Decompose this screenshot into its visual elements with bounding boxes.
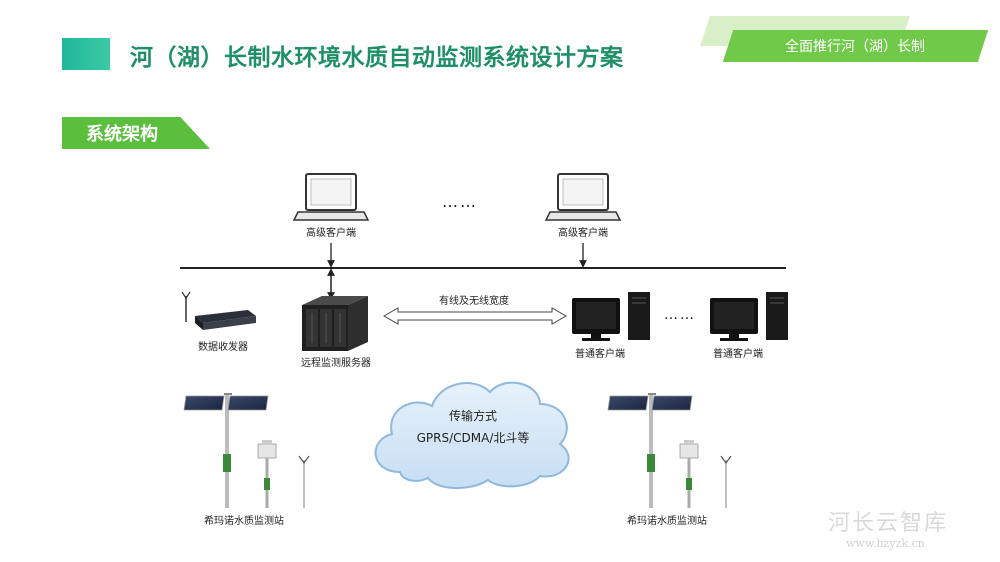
- section-label: 系统架构: [86, 124, 158, 145]
- laptop-icon: [292, 173, 370, 221]
- monitoring-station-icon: [607, 393, 732, 508]
- cloud-line-1: 传输方式: [449, 408, 497, 423]
- watermark-text: 河长云智库: [828, 511, 949, 536]
- ellipsis-top: ……: [442, 192, 478, 211]
- link-label: 有线及无线宽度: [439, 294, 509, 307]
- station-label: 希玛诺水质监测站: [627, 514, 707, 527]
- station-label: 希玛诺水质监测站: [204, 514, 284, 527]
- server-label: 远程监测服务器: [301, 356, 371, 369]
- cloud-line-2: GPRS/CDMA/北斗等: [417, 431, 530, 445]
- advanced-client-label: 高级客户端: [558, 226, 608, 239]
- title-accent-block: [62, 38, 110, 70]
- server-icon: [302, 296, 368, 351]
- banner-text: 全面推行河（湖）长制: [785, 39, 925, 55]
- desktop-computer-icon: [572, 292, 650, 341]
- page-title: 河（湖）长制水环境水质自动监测系统设计方案: [130, 45, 624, 71]
- section-tab: [62, 117, 210, 149]
- normal-client-label: 普通客户端: [575, 347, 625, 360]
- monitoring-station-icon: [183, 393, 310, 508]
- watermark-url: www.hzyzk.cn: [846, 537, 925, 550]
- laptop-icon: [544, 173, 622, 221]
- transceiver-icon: [181, 291, 256, 330]
- advanced-client-label: 高级客户端: [306, 226, 356, 239]
- desktop-computer-icon: [710, 292, 788, 341]
- wired-wireless-link-arrow: [382, 307, 568, 325]
- cloud-icon: [374, 381, 570, 490]
- ellipsis-middle: ……: [664, 307, 696, 323]
- normal-client-label: 普通客户端: [713, 347, 763, 360]
- transceiver-label: 数据收发器: [198, 340, 248, 353]
